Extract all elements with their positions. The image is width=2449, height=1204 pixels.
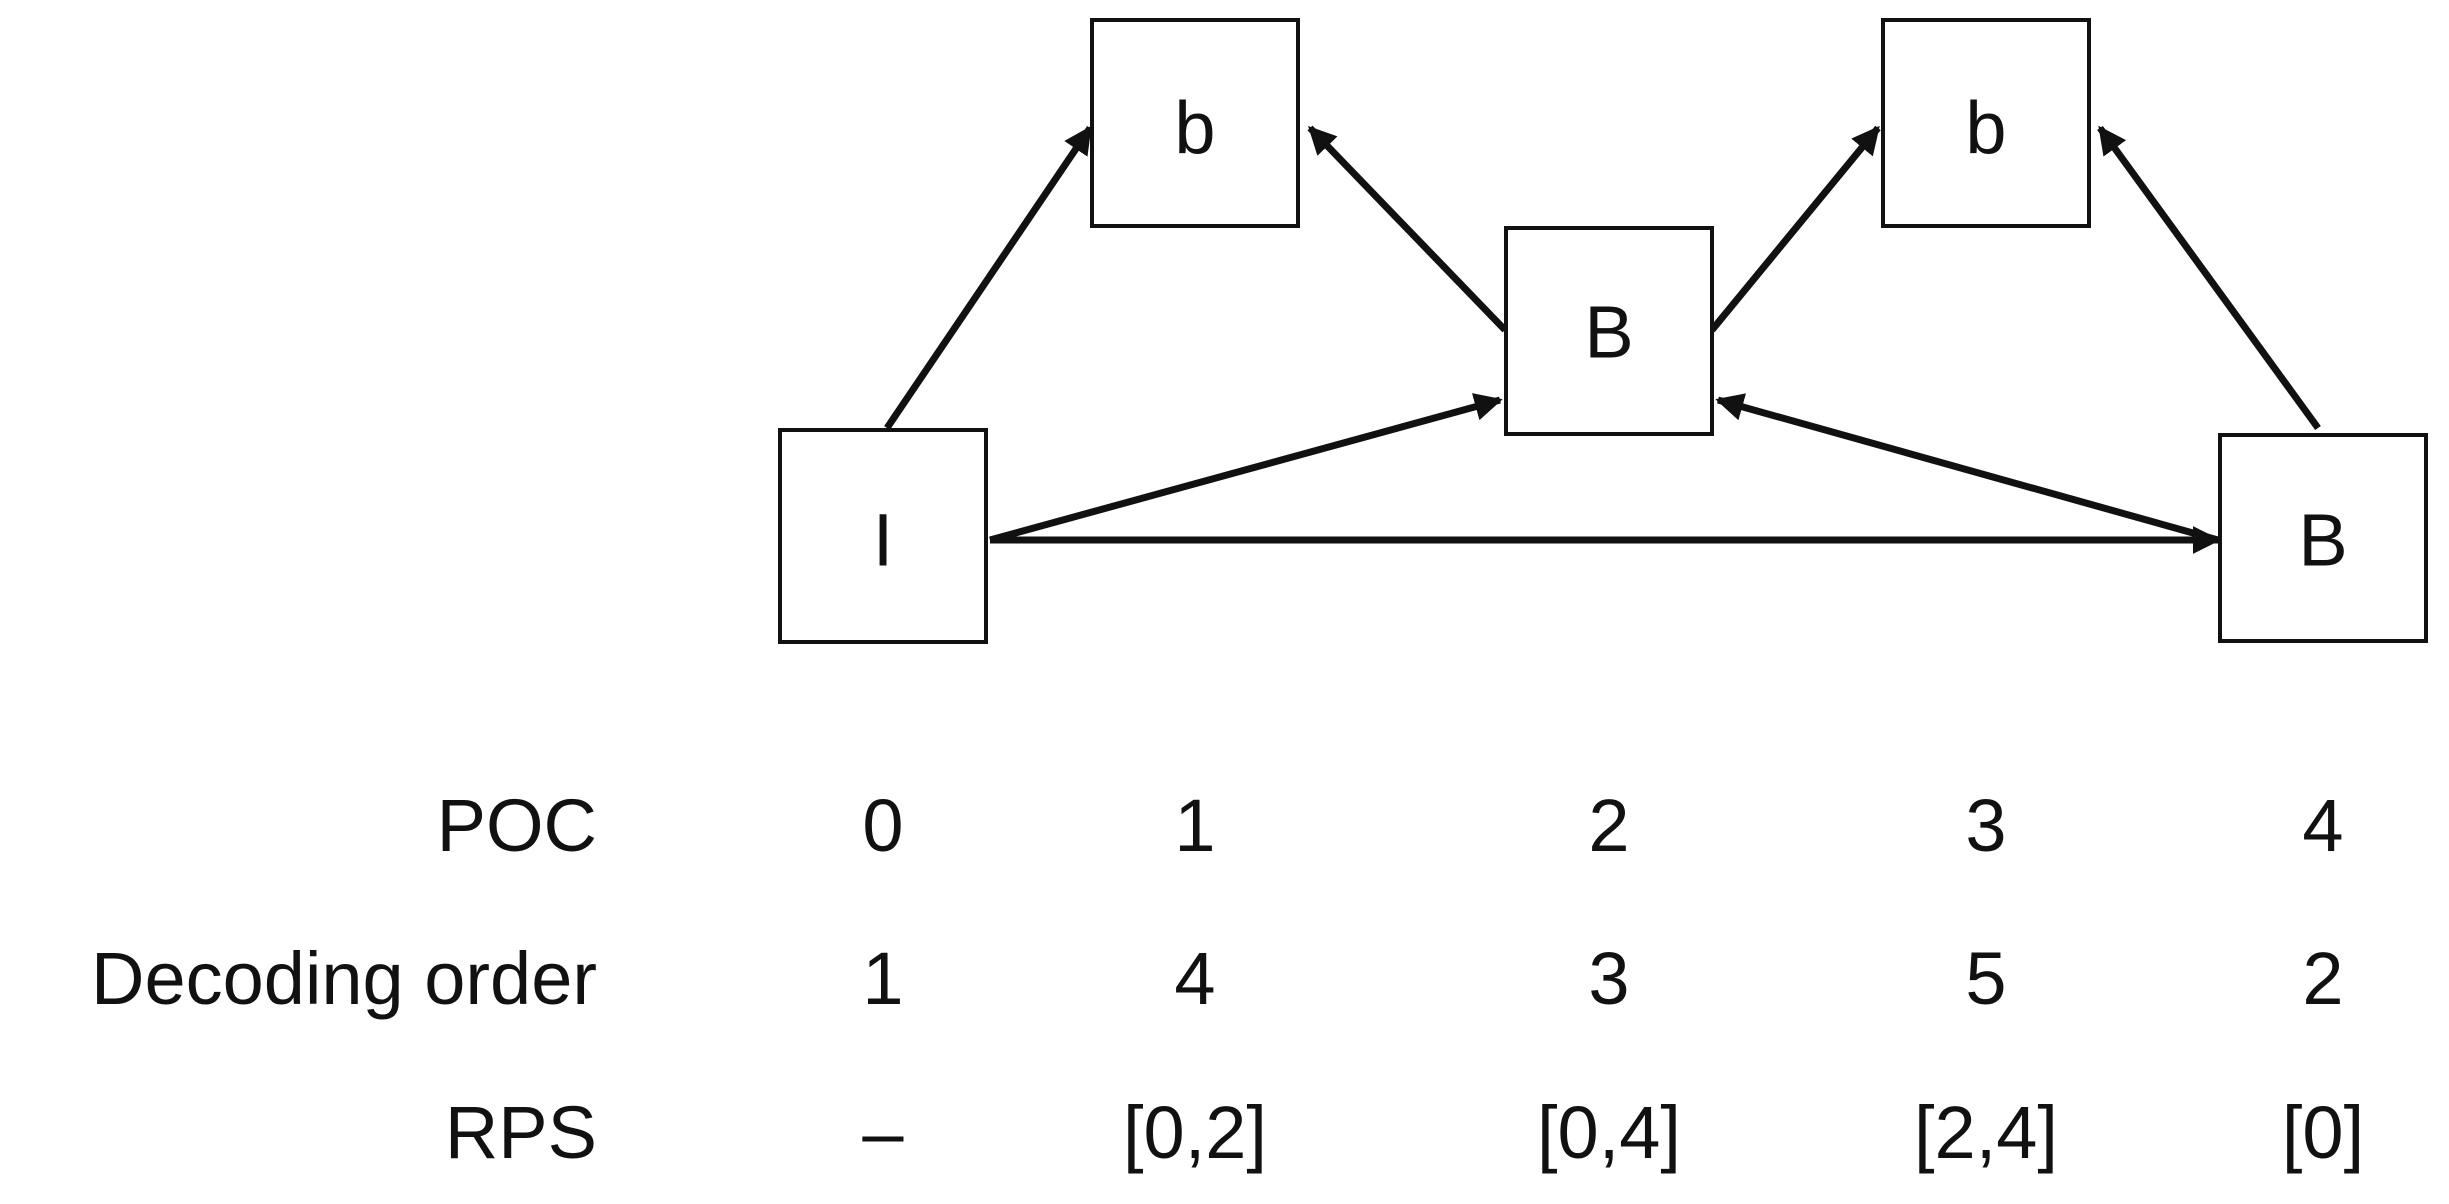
frame-box: [2218, 433, 2428, 643]
frame-type-label: b: [1174, 87, 1215, 170]
frame-poc-4: B: [2218, 433, 2428, 643]
reference-arrows: [884, 125, 2321, 554]
frame-poc-2: B: [1504, 226, 1714, 436]
frame-poc-1: b: [1090, 18, 1300, 228]
cell-poc-4: 4: [2302, 784, 2344, 867]
row-label-rps: RPS: [444, 1091, 597, 1174]
cell-poc-2: 2: [1588, 784, 1630, 867]
frame-type-label: B: [2298, 499, 2347, 582]
cell-poc-1: 1: [1174, 784, 1216, 867]
cell-rps-1: [0,2]: [1123, 1091, 1267, 1174]
cell-rps-3: [2,4]: [1914, 1091, 2058, 1174]
arrow-b4-to-b3: [2097, 125, 2321, 431]
frame-box: [778, 428, 988, 644]
cell-decoding-order-3: 5: [1965, 937, 2007, 1020]
frame-type-label: b: [1965, 87, 2006, 170]
cell-poc-0: 0: [862, 784, 904, 867]
cell-rps-0: –: [862, 1091, 904, 1174]
row-label-poc: POC: [436, 784, 597, 867]
arrow-b2-to-b1: [1307, 125, 1508, 333]
arrow-i-to-b2: [989, 393, 1503, 544]
frame-type-label: I: [873, 499, 894, 582]
arrow-b4-to-b2: [1715, 393, 2219, 544]
arrow-b2-to-b3: [1709, 125, 1881, 333]
cell-rps-2: [0,4]: [1537, 1091, 1681, 1174]
cell-poc-3: 3: [1965, 784, 2007, 867]
cell-decoding-order-2: 3: [1588, 937, 1630, 1020]
cell-decoding-order-0: 1: [862, 937, 904, 1020]
frame-box: [1090, 18, 1300, 228]
cell-decoding-order-1: 4: [1174, 937, 1216, 1020]
arrow-i-to-b1: [884, 125, 1093, 430]
frame-box: [1881, 18, 2091, 228]
frame-poc-0: I: [778, 428, 988, 644]
row-label-decoding-order: Decoding order: [91, 937, 597, 1020]
frame-box: [1504, 226, 1714, 436]
cell-rps-4: [0]: [2281, 1091, 2365, 1174]
frame-poc-3: b: [1881, 18, 2091, 228]
cell-decoding-order-4: 2: [2302, 937, 2344, 1020]
frame-type-label: B: [1584, 291, 1633, 374]
